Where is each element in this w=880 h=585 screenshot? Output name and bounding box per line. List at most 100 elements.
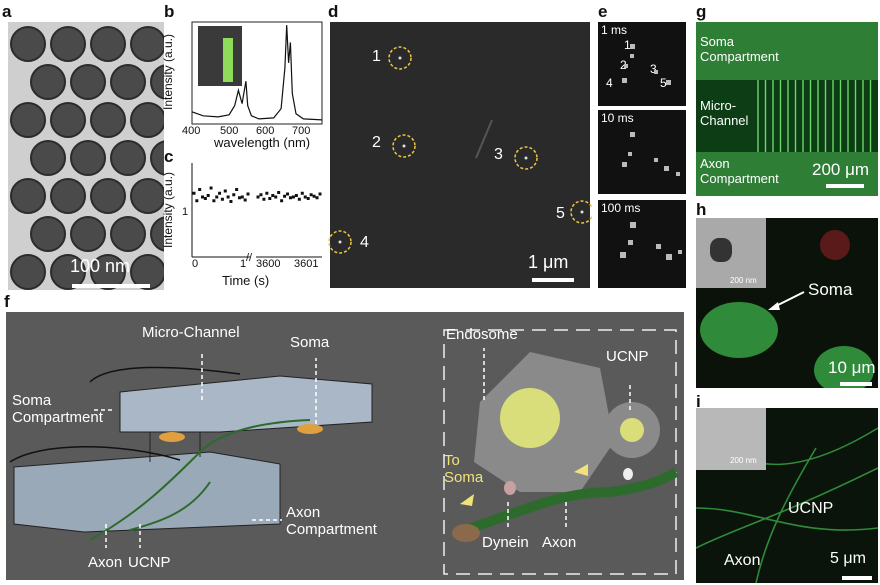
nanoparticle <box>10 102 46 138</box>
panel-b: b Intensity (a.u.) wavelength (nm) <box>160 0 330 150</box>
axon-compartment-label: Axon Compartment <box>286 504 377 538</box>
spec-tick: 700 <box>292 125 311 137</box>
spec-tick: 600 <box>256 125 275 137</box>
data-point <box>209 186 213 190</box>
scale-bar <box>826 184 864 188</box>
particle-marker-circle <box>388 46 412 70</box>
scale-bar <box>532 278 574 282</box>
data-point <box>198 188 202 191</box>
spot-label: 4 <box>606 76 613 90</box>
nanoparticle <box>10 26 46 62</box>
particle-markers <box>328 46 592 254</box>
data-point <box>215 195 219 199</box>
scale-bar <box>840 382 872 386</box>
scale-label: 100 nm <box>70 256 131 276</box>
nanoparticle <box>50 102 86 138</box>
axon-compartment-label: Axon Compartment <box>700 156 779 186</box>
device-image <box>696 22 878 196</box>
scale-bar <box>72 284 150 288</box>
data-point <box>240 195 244 199</box>
frame-spots <box>620 44 682 260</box>
panel-d: d 1 2 3 4 5 1 μm <box>326 0 592 290</box>
data-point <box>229 200 233 203</box>
data-point <box>246 192 250 196</box>
data-point <box>280 199 284 203</box>
panel-a-label: a <box>2 2 12 21</box>
panel-b-label: b <box>164 2 175 21</box>
inset-scale-label: 200 nm <box>730 276 757 285</box>
frame-10ms: 10 ms <box>598 110 686 194</box>
stab-ytick: 1 <box>182 206 189 218</box>
ucnp-label: UCNP <box>128 554 171 571</box>
panel-c-label: c <box>164 147 174 166</box>
axon-fluor-image <box>696 408 878 583</box>
data-point <box>277 191 281 194</box>
scale-bar <box>842 576 872 580</box>
scale-label: 200 μm <box>812 160 870 179</box>
data-point <box>243 198 247 202</box>
panel-c: c // Intensity (a.u.) Time (s) <box>160 145 330 290</box>
nanoparticle <box>110 140 146 176</box>
data-point <box>297 197 301 201</box>
data-point <box>312 194 316 198</box>
particle-marker-circle <box>328 230 352 254</box>
scale-label: 10 μm <box>828 358 876 377</box>
tem-inset: 200 nm <box>696 408 766 470</box>
ucnp-label: UCNP <box>606 348 649 365</box>
tem-image <box>8 22 164 290</box>
nanoparticle <box>50 254 86 290</box>
data-point <box>218 191 222 195</box>
panel-h-label: h <box>696 200 707 219</box>
stab-xtick: 0 <box>192 258 199 270</box>
data-point <box>265 191 269 195</box>
nanoparticle <box>30 216 66 252</box>
data-point <box>203 197 207 200</box>
marker-4: 4 <box>360 234 369 251</box>
data-point <box>309 193 313 197</box>
dynein-label: Dynein <box>482 534 529 551</box>
data-point <box>220 197 224 201</box>
nanoparticle <box>70 140 106 176</box>
stab-xtick: 3601 <box>294 258 319 270</box>
data-point <box>192 191 196 195</box>
particle-marker-circle <box>514 146 538 170</box>
vial-photo <box>198 26 242 86</box>
nanoparticle <box>90 178 126 214</box>
nanoparticle <box>10 178 46 214</box>
marker-5: 5 <box>556 205 565 222</box>
inset-scale-label: 200 nm <box>730 456 757 465</box>
data-point <box>274 195 278 199</box>
spectrum-xlabel: wavelength (nm) <box>214 135 311 150</box>
frame-100ms: 100 ms <box>598 200 686 288</box>
particle-marker-circle <box>570 200 592 224</box>
axon-label: Axon <box>88 554 123 571</box>
particle-dot <box>580 210 584 214</box>
vial-glow <box>223 38 233 82</box>
marker-2: 2 <box>372 134 381 151</box>
data-point <box>223 189 227 193</box>
stability-ylabel: Intensity (a.u.) <box>161 171 176 249</box>
data-point <box>237 196 241 200</box>
spectrum-series <box>191 25 323 121</box>
data-point <box>318 192 322 196</box>
frame-label: 10 ms <box>601 111 634 125</box>
data-point <box>288 196 292 200</box>
nanoparticle <box>70 64 106 100</box>
data-point <box>195 199 199 203</box>
microchannels <box>757 80 872 152</box>
data-point <box>283 194 287 198</box>
soma-arrow <box>768 291 805 310</box>
spectrum-chart <box>191 21 323 125</box>
spot-label: 5 <box>660 76 667 90</box>
nanoparticle <box>10 254 46 290</box>
nanoparticle <box>110 64 146 100</box>
spot-label: 2 <box>620 58 627 72</box>
spot-label: 3 <box>650 62 657 76</box>
panel-g-label: g <box>696 2 707 21</box>
particle-dot <box>402 144 406 148</box>
data-point <box>259 193 263 197</box>
data-point <box>303 195 307 199</box>
schematic-drawing <box>9 329 679 575</box>
marker-3: 3 <box>494 146 503 163</box>
panel-i-label: i <box>696 392 701 411</box>
